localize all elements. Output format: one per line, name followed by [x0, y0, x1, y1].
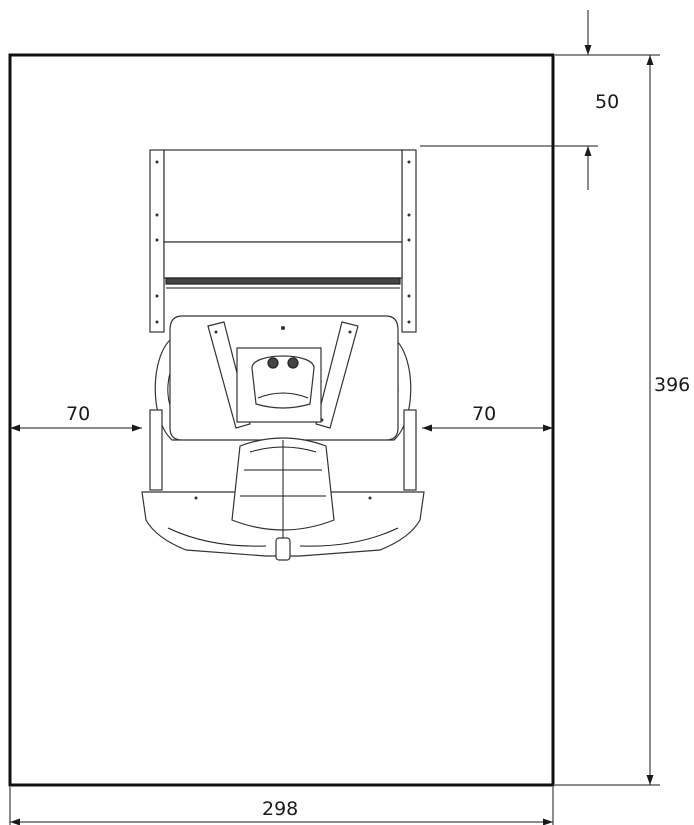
floor-area-frame	[8, 53, 555, 787]
width-label: 298	[262, 798, 298, 820]
height-dimension: 396	[555, 54, 690, 786]
screen-panel	[163, 149, 403, 243]
machine-top-view	[141, 149, 425, 561]
width-dimension: 298	[9, 787, 554, 825]
right-clearance-dimension: 70	[422, 403, 553, 432]
height-label: 396	[654, 374, 690, 396]
top-gap-label: 50	[595, 91, 619, 113]
left-clearance-label: 70	[66, 403, 90, 425]
top-gap-dimension: 50	[420, 10, 619, 190]
right-clearance-label: 70	[472, 403, 496, 425]
left-clearance-dimension: 70	[10, 403, 142, 432]
